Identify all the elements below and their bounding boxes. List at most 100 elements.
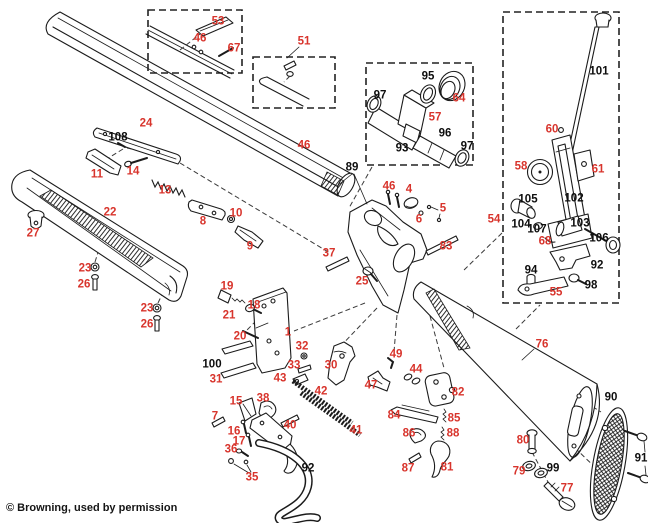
pin-49 xyxy=(387,357,395,369)
forend-nut xyxy=(226,214,236,224)
forend-spring xyxy=(151,179,186,198)
part-label-25: 25 xyxy=(355,275,369,288)
bolt-77 xyxy=(543,481,576,511)
pin-33 xyxy=(297,364,312,374)
screw-98 xyxy=(568,273,587,285)
part-label-94: 94 xyxy=(524,264,538,277)
trigger-plate xyxy=(252,287,292,374)
part-label-43: 43 xyxy=(273,372,287,385)
part-label-102: 102 xyxy=(564,192,584,205)
pad-screws xyxy=(624,430,648,484)
part-label-23: 23 xyxy=(140,302,154,315)
part-label-37: 37 xyxy=(322,247,336,260)
part-label-85: 85 xyxy=(447,412,461,425)
base-55 xyxy=(517,276,569,296)
part-label-95: 95 xyxy=(421,70,435,83)
scope-box xyxy=(365,62,474,169)
part-label-46: 46 xyxy=(382,180,396,193)
part-label-97: 97 xyxy=(460,140,474,153)
front-sight-bead xyxy=(283,60,297,71)
forend-nut-hole xyxy=(228,216,234,222)
part-label-108: 108 xyxy=(108,131,128,144)
part-label-101: 101 xyxy=(589,65,609,78)
receiver xyxy=(336,173,428,314)
screw-17 xyxy=(245,432,252,447)
part-label-24: 24 xyxy=(139,117,153,130)
washer-99 xyxy=(534,467,548,479)
washer-107 xyxy=(533,222,556,243)
receiver-pins-46 xyxy=(385,189,400,208)
part-label-46: 46 xyxy=(193,32,207,45)
part-label-93: 93 xyxy=(395,142,409,155)
part-label-40: 40 xyxy=(283,419,297,432)
screw-32 xyxy=(300,352,308,360)
part-label-105: 105 xyxy=(518,193,538,206)
forend-lever xyxy=(234,225,264,249)
butt-pad xyxy=(589,407,629,521)
spring-88 xyxy=(440,426,445,441)
part-label-91: 91 xyxy=(634,452,648,465)
part-label-103: 103 xyxy=(570,217,590,230)
knob-105-104 xyxy=(510,198,536,219)
part-label-57: 57 xyxy=(428,111,442,124)
forearm xyxy=(11,169,189,302)
set-trigger-knob-19 xyxy=(217,289,246,304)
copyright-note: © Browning, used by permission xyxy=(6,502,178,514)
front-sight-box xyxy=(252,46,336,109)
spring-85 xyxy=(442,408,447,423)
pin-87 xyxy=(408,452,422,464)
part-label-92: 92 xyxy=(301,462,315,475)
part-label-92: 92 xyxy=(590,259,604,272)
hammer-30 xyxy=(327,341,356,386)
part-label-30: 30 xyxy=(324,359,338,372)
screw-36 xyxy=(235,448,249,457)
part-label-5: 5 xyxy=(439,202,447,215)
part-label-55: 55 xyxy=(549,286,563,299)
part-label-17: 17 xyxy=(232,435,246,448)
forend-rail xyxy=(92,127,182,165)
pin-31 xyxy=(220,362,257,379)
trigger-guard xyxy=(255,439,321,523)
part-label-98: 98 xyxy=(584,279,598,292)
eyepiece-58 xyxy=(526,158,554,186)
part-label-32: 32 xyxy=(295,340,309,353)
pin-83 xyxy=(425,235,459,256)
part-label-27: 27 xyxy=(26,227,40,240)
part-label-60: 60 xyxy=(545,123,559,136)
part-label-13: 13 xyxy=(158,184,172,197)
pin-37 xyxy=(325,256,350,272)
forend-screw xyxy=(124,157,148,168)
pin-6 xyxy=(418,210,424,216)
part-label-7: 7 xyxy=(211,410,219,423)
part-label-9: 9 xyxy=(246,240,254,253)
tang-sight-box xyxy=(502,11,621,304)
forend-plate xyxy=(187,199,226,221)
part-label-83: 83 xyxy=(439,240,453,253)
part-label-51: 51 xyxy=(297,35,311,48)
part-label-68: 68 xyxy=(538,235,552,248)
screws-5 xyxy=(426,204,442,223)
hook-86 xyxy=(409,428,426,444)
sight-block-61 xyxy=(573,149,595,182)
part-label-90: 90 xyxy=(604,391,618,404)
part-label-38: 38 xyxy=(256,392,270,405)
part-label-1: 1 xyxy=(284,326,292,339)
part-label-4: 4 xyxy=(405,183,413,196)
pin-100 xyxy=(221,340,254,355)
part-label-26: 26 xyxy=(140,318,154,331)
part-label-18: 18 xyxy=(247,299,261,312)
part-label-42: 42 xyxy=(314,385,328,398)
part-label-44: 44 xyxy=(409,363,423,376)
part-label-16: 16 xyxy=(227,425,241,438)
mount-92 xyxy=(549,243,591,271)
forend-bracket xyxy=(85,148,122,176)
part-label-8: 8 xyxy=(199,215,207,228)
part-label-100: 100 xyxy=(202,358,222,371)
washer-79 xyxy=(522,460,536,472)
part-label-35: 35 xyxy=(245,471,259,484)
part-label-54: 54 xyxy=(487,213,501,226)
pin-20 xyxy=(242,330,259,339)
part-label-47: 47 xyxy=(364,379,378,392)
part-label-106: 106 xyxy=(589,232,609,245)
